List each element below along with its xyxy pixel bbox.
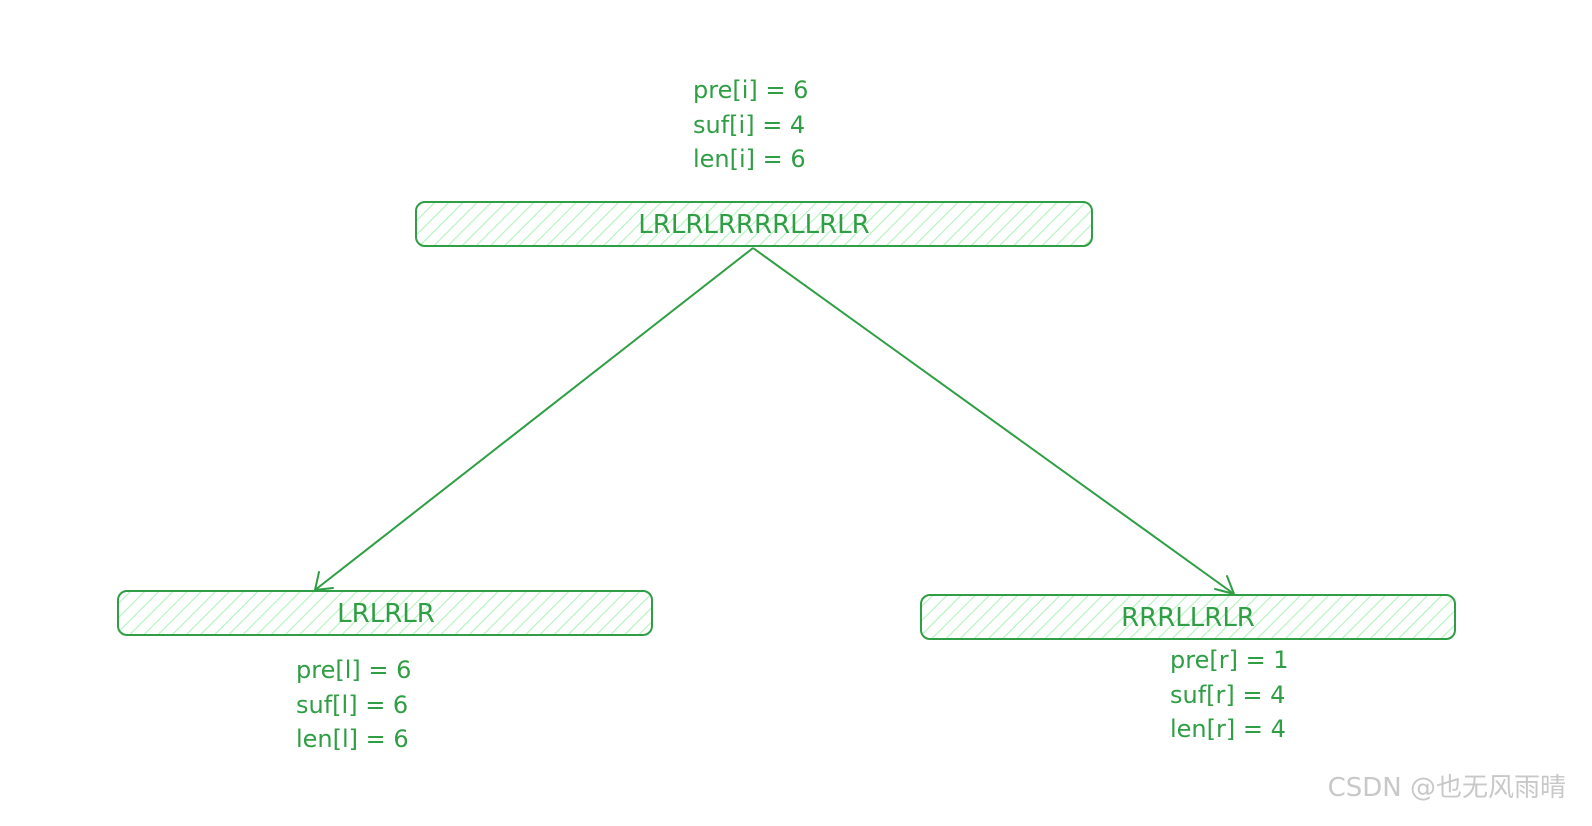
edge-root-to-right [752,247,1235,595]
root-len-value: len[i] = 6 [693,145,806,173]
root-pre-value: pre[i] = 6 [693,76,809,104]
watermark-text: CSDN @也无风雨晴 [1327,773,1566,803]
left-node[interactable]: LRLRLR [117,590,653,636]
right-node-label: RRRLLRLR [1121,603,1255,633]
left-suf-value: suf[l] = 6 [296,690,409,719]
edge-root-to-left [314,247,754,591]
left-len-value: len[l] = 6 [296,725,409,753]
root-annotation: pre[i] = 6 suf[i] = 4 len[i] = 6 [693,73,808,177]
left-annotation: pre[l] = 6 suf[l] = 6 len[l] = 6 [296,653,411,757]
right-node[interactable]: RRRLLRLR [920,594,1456,640]
right-annotation: pre[r] = 1 suf[r] = 4 len[r] = 4 [1170,643,1289,747]
left-node-box [117,590,653,636]
right-node-box [920,594,1456,640]
right-suf-value: suf[r] = 4 [1170,680,1286,709]
right-pre-value: pre[r] = 1 [1170,646,1289,674]
root-node-box [415,201,1093,247]
root-suf-value: suf[i] = 4 [693,110,806,139]
right-len-value: len[r] = 4 [1170,715,1286,743]
root-node[interactable]: LRLRLRRRRLLRLR [415,201,1093,247]
root-node-label: LRLRLRRRRLLRLR [638,210,869,240]
left-pre-value: pre[l] = 6 [296,656,412,684]
left-node-label: LRLRLR [337,599,435,629]
